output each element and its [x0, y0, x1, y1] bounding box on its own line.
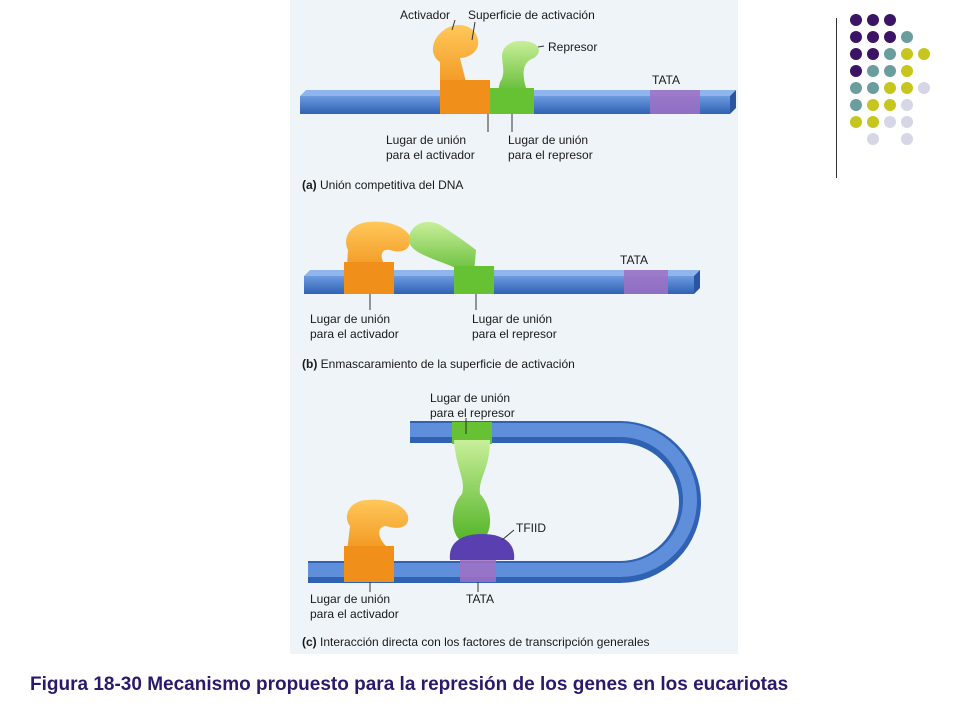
tfiid-protein-c	[449, 534, 515, 560]
decor-dot	[901, 65, 913, 77]
dna-b-top	[304, 270, 700, 276]
panel-c: Lugar de unión para el represor TFIID Lu…	[302, 391, 701, 649]
decor-dot	[901, 133, 913, 145]
decor-dot	[884, 14, 896, 26]
decor-dot	[918, 82, 930, 94]
activator-binding-b	[344, 262, 394, 294]
tata-box-a	[650, 90, 700, 114]
decor-dot	[884, 99, 896, 111]
decor-dot	[850, 14, 862, 26]
decor-dot	[850, 48, 862, 60]
leader-tfiid	[501, 529, 515, 541]
decor-dot	[901, 99, 913, 111]
label-site-act-a-2: para el activador	[386, 148, 475, 162]
gene-repression-diagram: Activador Superficie de activación Repre…	[300, 8, 736, 649]
label-site-rep-c-2: para el represor	[430, 406, 515, 420]
activator-protein-c	[346, 499, 409, 560]
repressor-protein-a	[496, 40, 539, 100]
label-tata-a: TATA	[652, 73, 680, 87]
label-tata-b: TATA	[620, 253, 648, 267]
caption-c: (c) Interacción directa con los factores…	[302, 635, 650, 649]
dna-a-end	[730, 90, 736, 114]
label-site-rep-a-2: para el represor	[508, 148, 593, 162]
label-site-act-a-1: Lugar de unión	[386, 133, 466, 147]
decor-dot	[867, 65, 879, 77]
label-tata-c: TATA	[466, 592, 494, 606]
decor-dot	[867, 31, 879, 43]
decor-dot	[867, 133, 879, 145]
label-site-rep-c-1: Lugar de unión	[430, 391, 510, 405]
label-repressor: Represor	[548, 40, 597, 54]
decor-dot	[901, 48, 913, 60]
decor-dot	[867, 99, 879, 111]
caption-a: (a) Unión competitiva del DNA	[302, 178, 463, 192]
decor-dot	[884, 65, 896, 77]
decor-dot	[884, 82, 896, 94]
decor-dot	[867, 82, 879, 94]
repressor-binding-b	[454, 266, 494, 294]
decor-dot	[867, 14, 879, 26]
decor-dot	[850, 31, 862, 43]
decor-dot	[850, 116, 862, 128]
label-site-act-c-2: para el activador	[310, 607, 399, 621]
label-site-act-b-1: Lugar de unión	[310, 312, 390, 326]
decor-dot	[901, 31, 913, 43]
label-activation-surface: Superficie de activación	[468, 8, 595, 22]
decor-dot	[867, 48, 879, 60]
decor-dot	[884, 31, 896, 43]
label-site-rep-b-1: Lugar de unión	[472, 312, 552, 326]
decor-dot	[918, 48, 930, 60]
decor-dot-grid	[850, 14, 930, 154]
decor-dot	[850, 65, 862, 77]
dna-loop-c-hl	[308, 423, 697, 577]
dna-strand-b	[304, 276, 694, 294]
leader-repressor	[537, 45, 545, 48]
slide-caption: Figura 18-30 Mecanismo propuesto para la…	[30, 674, 789, 695]
repressor-protein-c	[452, 440, 491, 540]
leader-activator	[451, 19, 456, 31]
figure-panel: Activador Superficie de activación Repre…	[290, 0, 738, 654]
caption-b: (b) Enmascaramiento de la superficie de …	[302, 357, 575, 371]
decor-divider-line	[836, 18, 837, 178]
tata-box-c	[460, 560, 496, 582]
dna-b-end	[694, 270, 700, 294]
label-tfiid: TFIID	[516, 521, 546, 535]
decor-dot	[884, 48, 896, 60]
panel-a: Activador Superficie de activación Repre…	[300, 8, 736, 192]
label-site-rep-a-1: Lugar de unión	[508, 133, 588, 147]
repressor-binding-a	[490, 88, 534, 114]
repressor-site-top-c	[452, 422, 492, 444]
activator-binding-c	[344, 546, 394, 582]
label-site-act-c-1: Lugar de unión	[310, 592, 390, 606]
leader-surface	[471, 21, 476, 41]
label-site-act-b-2: para el activador	[310, 327, 399, 341]
decor-dot	[901, 116, 913, 128]
decor-dot	[884, 116, 896, 128]
decor-dot	[850, 82, 862, 94]
decor-dot	[850, 99, 862, 111]
activator-binding-a	[440, 80, 490, 114]
tata-box-b	[624, 270, 668, 294]
label-site-rep-b-2: para el represor	[472, 327, 557, 341]
decor-dot	[867, 116, 879, 128]
decor-dot	[901, 82, 913, 94]
label-activator: Activador	[400, 8, 450, 22]
panel-b: TATA Lugar de unión para el activador Lu…	[302, 221, 700, 371]
